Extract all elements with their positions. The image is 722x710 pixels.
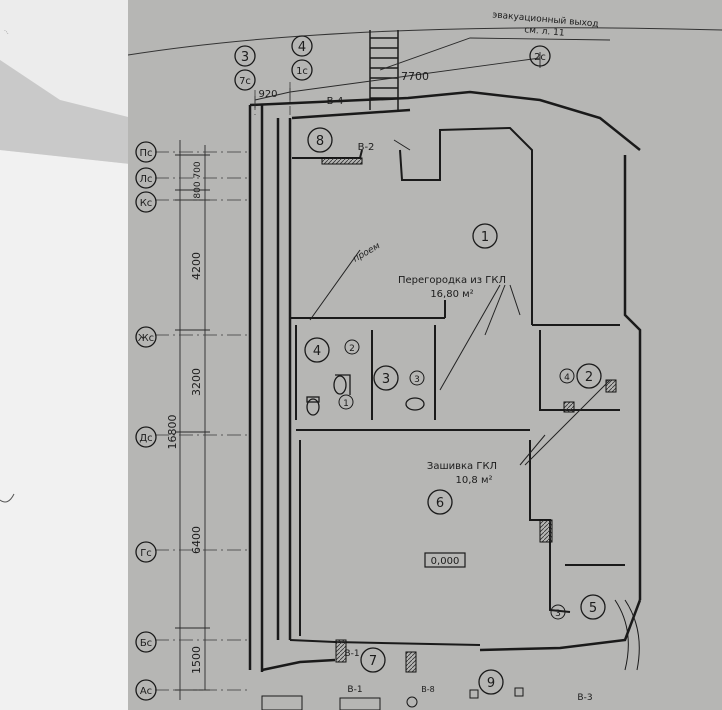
partition-note-area: 16,80 м² [430, 289, 473, 300]
room-5: 5 [580, 594, 606, 620]
beam-label-v1-a: В-1 [344, 649, 359, 659]
axis-bubble-3: 3 7с [234, 45, 256, 91]
beam-label-v2: В-2 [358, 142, 375, 153]
dim-1500: 1500 [190, 646, 203, 674]
sheathing-note-title: Зашивка ГКЛ [427, 461, 497, 472]
axis-label-dc: Дс [139, 433, 152, 444]
exterior-walls [248, 90, 642, 672]
room-2-label: 2 [585, 370, 593, 385]
room-7: 7 [360, 647, 386, 673]
sheathing-note: Зашивка ГКЛ 10,8 м² [427, 461, 497, 486]
beam-label-v4: В-4 [327, 96, 344, 107]
beam-labels: В-4 В-2 В-1 В-1 В-8 В-3 [327, 96, 593, 703]
sub-markers: 2 1 3 4 3 [338, 339, 575, 620]
room-8-label: 8 [316, 134, 324, 149]
bottom-details [261, 599, 640, 710]
room-6-label: 6 [436, 496, 444, 511]
dimension-lines [175, 37, 611, 700]
room-3-label: 3 [382, 372, 390, 387]
room-8: 8 [307, 127, 333, 153]
room-9: 9 [478, 669, 504, 695]
axis-label-lc: Лс [139, 174, 152, 185]
axis-lines [155, 82, 291, 691]
axis-label-zhc: Жс [138, 333, 154, 344]
floor-plan: 3 7с 4 1с 2с Пс Лс Кс Жс Дс Гс Бс Ас [128, 10, 722, 710]
handwritten-opening-note: проем [352, 241, 383, 264]
evacuation-stair [369, 30, 399, 110]
background-papers: … [0, 0, 140, 710]
dim-700: 700 [193, 161, 203, 178]
sub-marker-4: 4 [564, 373, 570, 383]
axis-label-gc: Гс [140, 548, 152, 559]
sanitary-fixtures [306, 374, 425, 416]
axis-label-1c: 1с [296, 66, 308, 77]
sheathing-note-area: 10,8 м² [456, 475, 493, 486]
drawing-sheet: 3 7с 4 1с 2с Пс Лс Кс Жс Дс Гс Бс Ас [128, 0, 722, 710]
dim-920: 920 [258, 89, 277, 100]
dim-16800: 16800 [166, 415, 179, 450]
dim-800: 800 [193, 181, 203, 198]
dim-6400: 6400 [190, 526, 203, 554]
room-3: 3 [373, 365, 399, 391]
note-leaders [309, 139, 611, 466]
room-7-label: 7 [369, 654, 377, 669]
axis-label-4: 4 [298, 40, 306, 55]
axis-label-ac: Ас [140, 686, 152, 697]
room-6: 6 [427, 489, 453, 515]
room-5-label: 5 [589, 601, 597, 616]
sub-marker-3: 3 [414, 375, 420, 385]
beam-label-v1-b: В-1 [347, 685, 362, 695]
sub-marker-2: 2 [349, 344, 355, 354]
axis-bubble-2c: 2с [529, 45, 551, 67]
axis-bubbles-top: 3 7с 4 1с 2с [234, 35, 551, 91]
svg-text:…: … [3, 26, 12, 35]
beam-label-v8: В-8 [421, 685, 434, 694]
room-1: 1 [472, 223, 498, 249]
level-mark-value: 0,000 [431, 556, 460, 567]
columns [321, 157, 617, 673]
level-mark: 0,000 [424, 552, 466, 568]
evacuation-note: эвакуационный выход см. л. 11 [492, 10, 599, 38]
axis-label-kc: Кс [140, 198, 153, 209]
dimension-texts: 920 7700 700 800 4200 3200 6400 1500 168… [166, 70, 429, 674]
sub-marker-3b: 3 [555, 609, 561, 619]
room-4: 4 [304, 337, 330, 363]
sheet-frame-line [128, 27, 722, 56]
partition-note-title: Перегородка из ГКЛ [398, 275, 506, 286]
dim-4200: 4200 [190, 252, 203, 280]
room-4-label: 4 [313, 344, 321, 359]
room-2: 2 [576, 363, 602, 389]
room-markers: 1 2 3 4 5 6 7 8 [304, 127, 606, 695]
room-1-label: 1 [481, 230, 489, 245]
axis-label-2c: 2с [534, 52, 546, 63]
dim-7700: 7700 [401, 70, 429, 83]
axis-bubbles-left: Пс Лс Кс Жс Дс Гс Бс Ас [135, 141, 157, 701]
dim-3200: 3200 [190, 368, 203, 396]
axis-label-bc: Бс [140, 638, 152, 649]
axis-bubble-4: 4 1с [291, 35, 313, 81]
partition-note: Перегородка из ГКЛ 16,80 м² [398, 275, 506, 300]
evac-note-line2: см. л. 11 [524, 25, 565, 38]
axis-label-3: 3 [241, 50, 249, 65]
beam-label-v3: В-3 [577, 693, 592, 703]
sub-marker-1: 1 [343, 399, 349, 409]
axis-label-7c: 7с [239, 76, 251, 87]
room-9-label: 9 [487, 676, 495, 691]
axis-label-pc: Пс [139, 148, 152, 159]
